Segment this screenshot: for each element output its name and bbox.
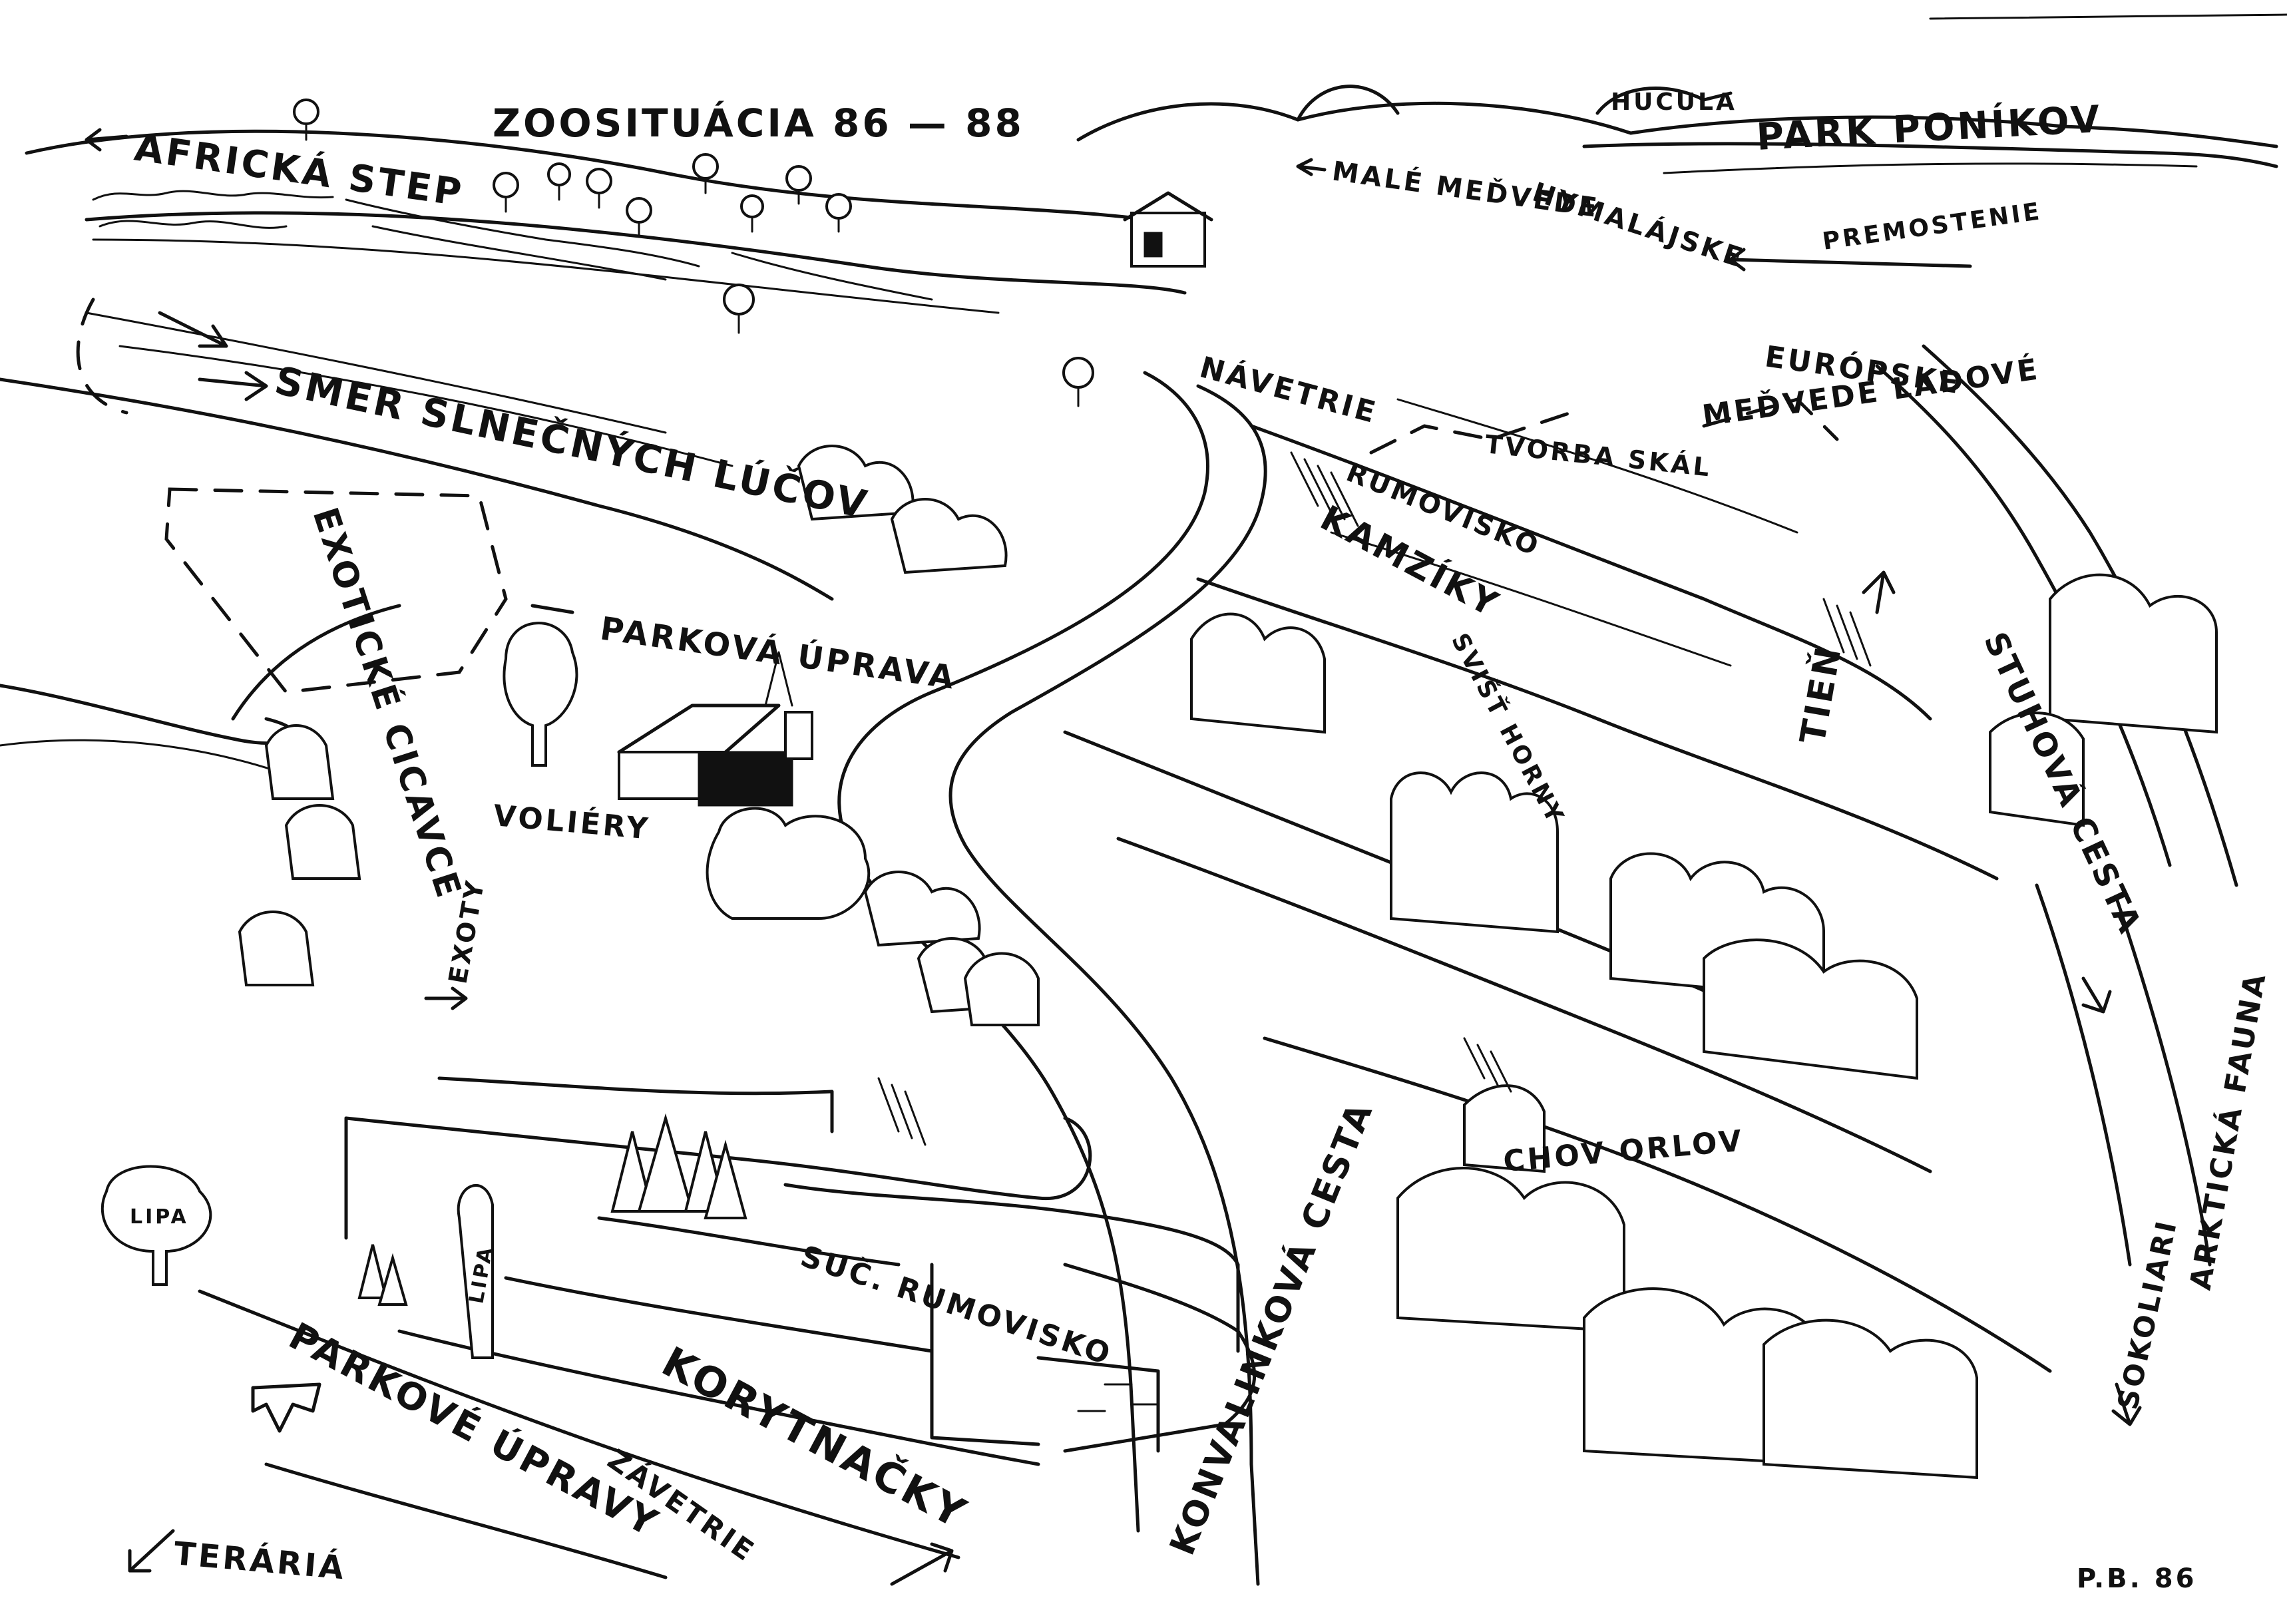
arrow-terraria-icon xyxy=(128,1529,175,1573)
direction-arrows xyxy=(85,128,2142,1586)
label-parkova-uprava: PARKOVÁ ÚPRAVA xyxy=(598,609,958,696)
arrow-tien-icon xyxy=(1862,570,1896,614)
background-hills xyxy=(25,85,2278,314)
label-hymalajske: HYMALÁJSKE xyxy=(1529,176,1749,274)
label-navetrie: NÁVETRIE xyxy=(1196,349,1382,430)
bears-boundary xyxy=(1369,411,1573,455)
arrow-sunrays-icon xyxy=(158,311,228,348)
label-voliery: VOLIÉRY xyxy=(492,797,652,846)
signature: P.B. 86 xyxy=(2077,1563,2196,1594)
arrow-korytnacky-icon xyxy=(890,1542,954,1586)
park-canopies xyxy=(238,445,1040,1026)
cottage-top xyxy=(1123,191,1213,268)
map-title: ZOOSITUÁCIA 86 — 88 xyxy=(493,100,1024,146)
main-path xyxy=(837,371,1267,1586)
terraces xyxy=(198,1076,1257,1579)
arrow-parkove-icon xyxy=(251,1382,321,1433)
arrow-parkova-icon xyxy=(530,604,574,614)
arrow-konvalinkova-icon xyxy=(2111,1382,2142,1426)
arrow-male-medvede-icon xyxy=(1296,158,1327,176)
label-premostenie: PREMOSTENIE xyxy=(1821,198,2044,256)
label-sus-rumovisko: SUČ. RUMOVISKO xyxy=(797,1238,1117,1372)
steppe-trees xyxy=(293,99,1094,407)
arrow-premostenie-icon xyxy=(1729,248,1972,272)
pavilion xyxy=(617,651,813,807)
arrow-africka-icon xyxy=(85,128,128,152)
label-hucula: HUCULA xyxy=(1611,89,1737,116)
label-tien: TIEŇ xyxy=(1792,642,1850,747)
label-lipa-left: LIPA xyxy=(130,1205,189,1229)
lipa-tree-left xyxy=(101,1165,212,1286)
exotic-mammals-enclosure xyxy=(164,487,508,694)
arrow-exoty-icon xyxy=(424,986,468,1010)
meadow-area xyxy=(0,298,834,773)
top-border-line xyxy=(1929,13,2287,20)
label-smer-lucov: SMER SLNEČNÝCH LÚČOV xyxy=(271,357,873,528)
label-arkticka-fauna: ARKTICKÁ FAUNA xyxy=(2183,969,2273,1293)
arrow-sokoliari-icon xyxy=(2081,976,2112,1014)
ice-bears-boundary xyxy=(1702,397,1839,441)
label-terraria: TERÁRIÁ xyxy=(172,1534,348,1587)
arrow-sunrays-2-icon xyxy=(198,371,268,401)
stuhova-path xyxy=(1875,344,2238,1267)
label-sokoliari: SOKOLIARI xyxy=(2111,1216,2183,1412)
label-konvalinkova-cesta: KONVALINKOVÁ CESTA xyxy=(1161,1096,1381,1561)
label-tvorba-skal: TVORBA SKÁL xyxy=(1484,429,1713,483)
right-slopes xyxy=(877,398,2218,1480)
